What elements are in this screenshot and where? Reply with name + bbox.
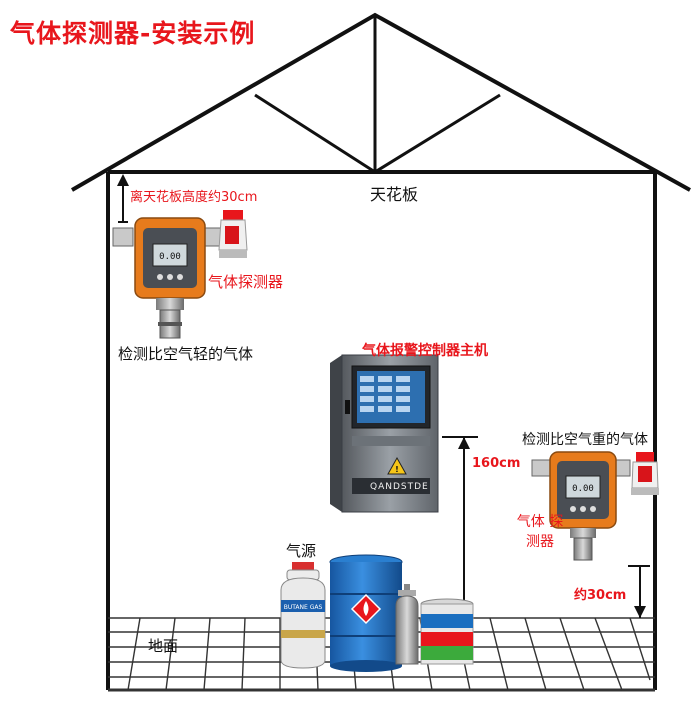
up-arrow-icon bbox=[458, 437, 470, 449]
ceiling-distance-arrow bbox=[117, 174, 129, 223]
height-160-label: 160cm bbox=[472, 456, 521, 471]
steel-gas-bottle bbox=[395, 584, 419, 665]
alarm-controller: ! bbox=[330, 354, 439, 513]
lpg-cylinder: BUTANE GAS bbox=[280, 562, 326, 669]
down-arrow-icon bbox=[634, 606, 646, 618]
detector-left-label: 气体探测器 bbox=[208, 273, 284, 291]
ceiling-distance-label: 离天花板高度约30cm bbox=[130, 190, 258, 205]
heavy-gas-label: 检测比空气重的气体 bbox=[522, 432, 648, 448]
distance-30-label: 约30cm bbox=[574, 588, 627, 603]
light-gas-label: 检测比空气轻的气体 bbox=[118, 345, 254, 363]
gas-detector-right: 0.00 bbox=[531, 451, 659, 561]
roof-structure bbox=[70, 12, 691, 192]
svg-text:!: ! bbox=[395, 465, 399, 474]
svg-text:0.00: 0.00 bbox=[572, 484, 594, 494]
floor-grid bbox=[108, 617, 655, 692]
svg-text:BUTANE GAS: BUTANE GAS bbox=[284, 604, 323, 611]
paint-can bbox=[420, 598, 474, 665]
floor-distance-30-dimension bbox=[628, 565, 650, 618]
house-walls bbox=[106, 172, 657, 690]
height-160-dimension bbox=[442, 436, 478, 610]
floor-label: 地面 bbox=[148, 637, 179, 655]
controller-label: 气体报警控制器主机 bbox=[362, 343, 488, 359]
gas-detector-left: 0.00 bbox=[112, 210, 248, 339]
gas-source-label: 气源 bbox=[286, 542, 317, 560]
warning-triangle-icon bbox=[387, 456, 407, 475]
gas-source-containers: BUTANE GAS bbox=[280, 554, 474, 672]
up-arrow-icon bbox=[117, 174, 129, 186]
chemical-drum bbox=[329, 554, 403, 672]
detector-right-label: 气体 探测器 bbox=[516, 514, 564, 550]
controller-brand: QANDSTDE bbox=[370, 482, 429, 492]
page-title: 气体探测器-安装示例 bbox=[10, 19, 256, 48]
svg-text:0.00: 0.00 bbox=[159, 252, 181, 262]
ceiling-label: 天花板 bbox=[370, 185, 419, 204]
